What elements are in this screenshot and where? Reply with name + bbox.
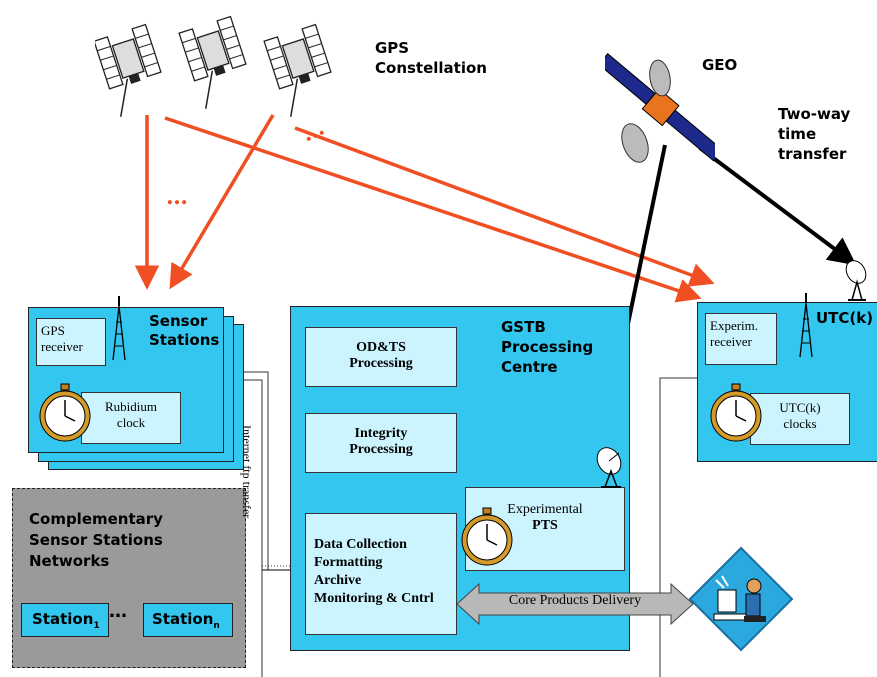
stopwatch-icon [710,383,762,442]
core-products-arrow [456,582,694,626]
gps-link-utc-1 [164,116,702,303]
operator-icon [688,546,794,652]
core-products-label: Core Products Delivery [508,593,642,608]
complementary-title: Complementary Sensor Stations Networks [29,510,163,570]
station-n-box: Stationn [143,603,233,637]
dish-icon [845,260,867,301]
experimental-label: Experimental [507,502,583,517]
rubidium-clock-label: Rubidium clock [104,399,157,430]
antenna-tower-icon [799,293,813,358]
geo-label: GEO [702,56,738,74]
stopwatch-icon [461,507,513,566]
station-1-box: Station1 [21,603,109,637]
antenna-tower-icon [112,296,126,361]
gps-receiver-box: GPS receiver [36,318,106,366]
data-collection-label: Data Collection Formatting Archive Monit… [314,537,434,606]
gps-constellation-label: GPS Constellation [375,39,487,77]
integrity-label: Integrity Processing [349,426,413,457]
integrity-box: Integrity Processing [305,413,457,473]
gps-link-sensor-2 [169,114,275,290]
utck-box: UTC(k) Experim. receiver UTC(k) clocks [697,293,877,462]
station-1-label: Station [32,610,94,628]
gstb-centre-box: GSTB Processing Centre OD&TS Processing … [290,306,630,651]
experim-receiver-box: Experim. receiver [705,313,777,365]
dots-mid: … [166,184,188,210]
complementary-networks-box: Complementary Sensor Stations Networks S… [12,488,246,668]
gps-receiver-label: GPS receiver [41,323,83,354]
utck-clocks-box: UTC(k) clocks [750,393,850,445]
utck-clocks-label: UTC(k) clocks [779,400,821,431]
dish-icon [596,447,622,488]
internet-ftp-label: Internet ftp transfer [240,425,254,519]
station-n-label: Station [152,610,214,628]
data-collection-box: Data Collection Formatting Archive Monit… [305,513,457,635]
odts-box: OD&TS Processing [305,327,457,387]
geo-satellite-icon [605,52,715,163]
rubidium-clock-box: Rubidium clock [81,392,181,444]
gstb-title: GSTB Processing Centre [501,318,594,376]
station-n-sub: n [213,621,220,631]
sensor-stations-box: Sensor Stations GPS receiver Rubidium cl… [28,296,224,453]
two-way-label: Two-way time transfer [778,105,851,163]
stopwatch-icon [39,383,91,442]
station-1-sub: 1 [93,621,100,631]
utck-title: UTC(k) [816,309,874,327]
experim-receiver-label: Experim. receiver [710,318,759,349]
geo-link-utc [698,146,857,266]
satellite-icon [95,15,332,117]
pts-label: PTS [532,518,558,533]
stations-ellipsis: … [109,601,127,622]
odts-label: OD&TS Processing [349,340,413,371]
sensor-stations-title: Sensor Stations [149,312,220,349]
